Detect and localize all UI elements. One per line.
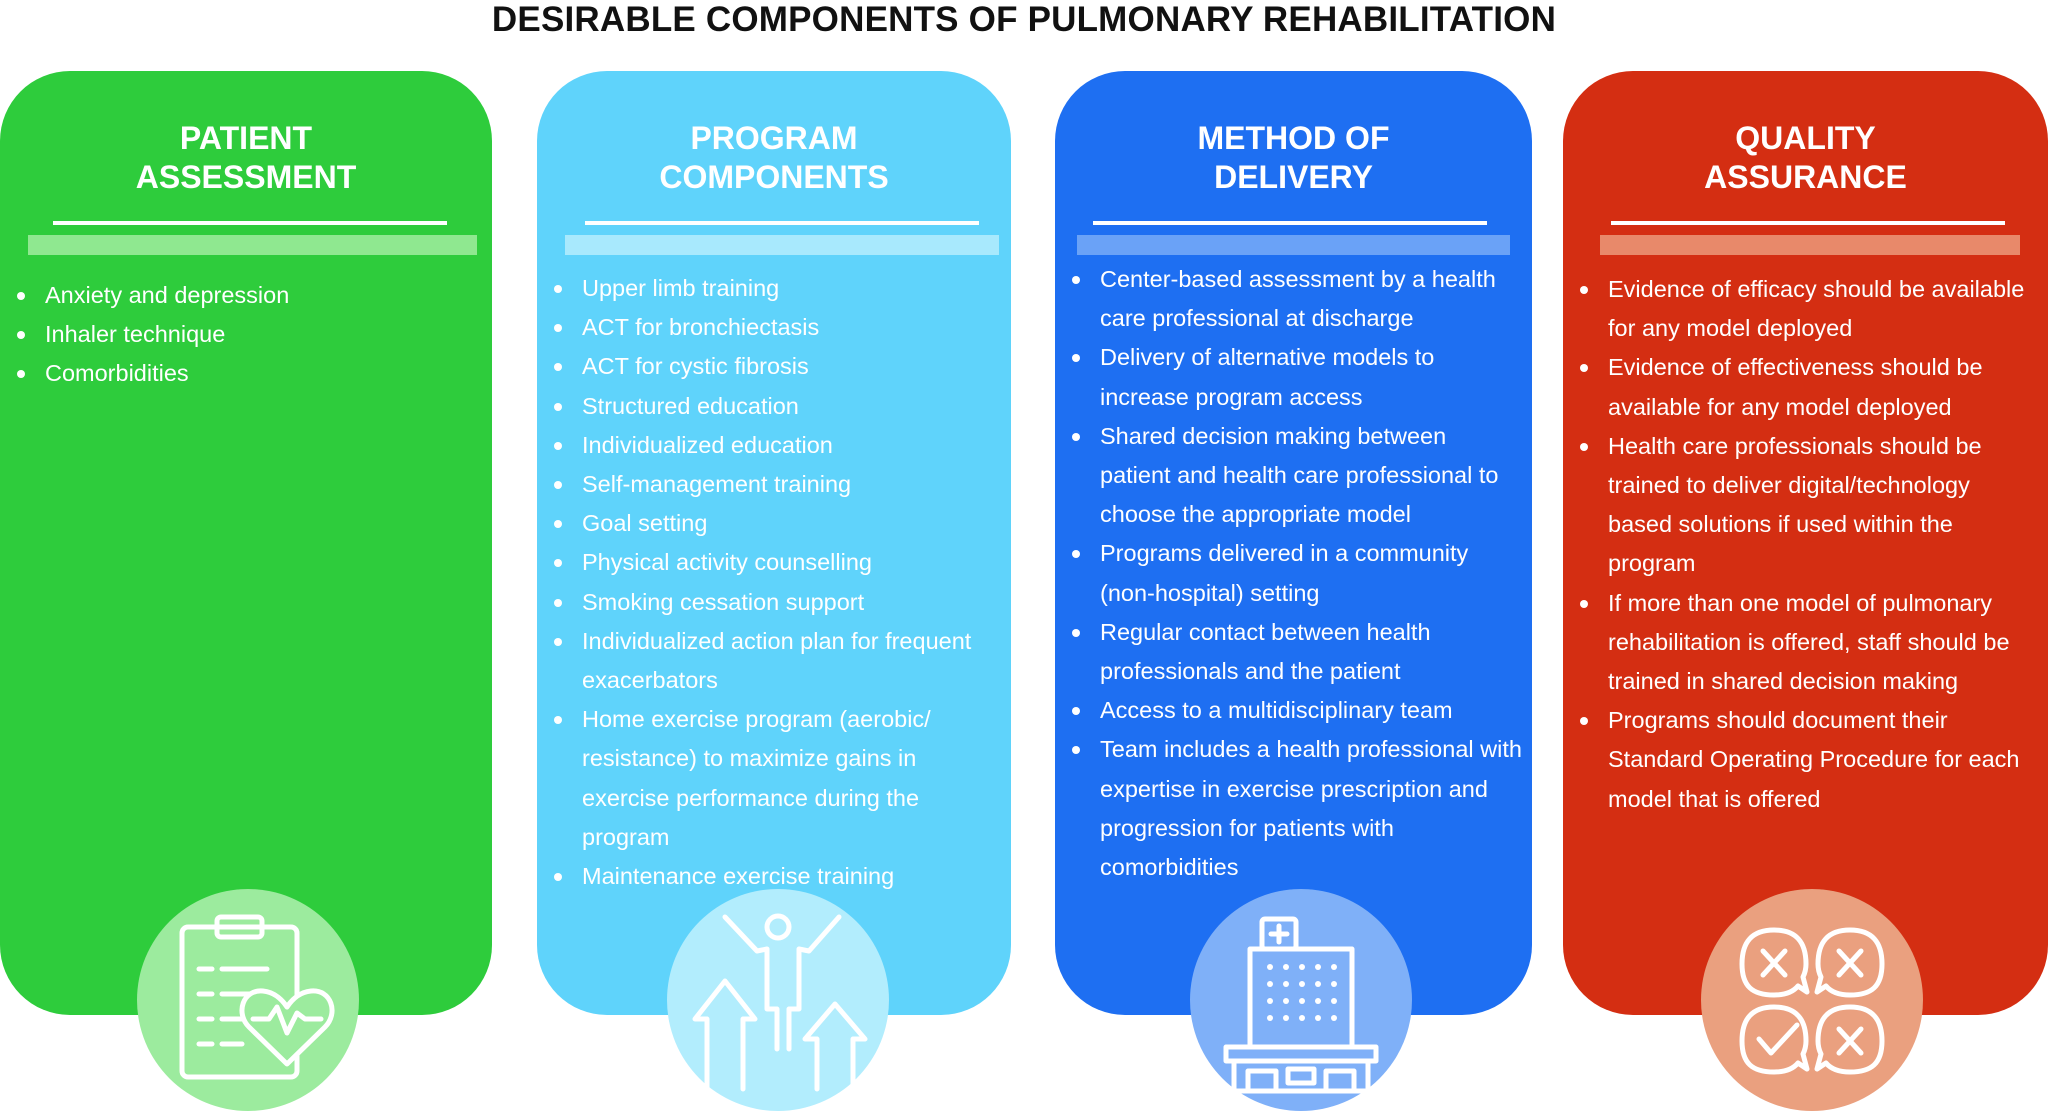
title-band — [565, 235, 999, 255]
person-rising-arrows-icon — [667, 889, 889, 1111]
title-band — [28, 235, 477, 255]
list-item: Upper limb training — [537, 269, 1011, 308]
card-title-line: PATIENT — [179, 120, 313, 156]
card-title-line: ASSESSMENT — [135, 159, 357, 195]
list-item: Inhaler technique — [0, 315, 492, 354]
check-cross-bubbles-icon — [1701, 889, 1923, 1111]
card-title-line: PROGRAM — [690, 120, 858, 156]
hospital-building-icon — [1190, 889, 1412, 1111]
item-list: Evidence of efficacy should be available… — [1563, 270, 2048, 819]
card-title-line: ASSURANCE — [1704, 159, 1907, 195]
title-band — [1077, 235, 1510, 255]
list-item: Maintenance exercise training — [537, 857, 1011, 896]
card-title: PATIENT ASSESSMENT — [0, 119, 492, 197]
list-item: Delivery of alternative models to increa… — [1055, 338, 1532, 416]
list-item: Programs should document their Standard … — [1563, 701, 2048, 819]
card-title-line: QUALITY — [1735, 120, 1876, 156]
list-item: ACT for bronchiectasis — [537, 308, 1011, 347]
list-item: Shared decision making between patient a… — [1055, 417, 1532, 535]
list-item: Smoking cessation support — [537, 583, 1011, 622]
list-item: Center-based assessment by a health care… — [1055, 260, 1532, 338]
card-title-line: COMPONENTS — [659, 159, 889, 195]
list-item: Self-management training — [537, 465, 1011, 504]
title-band — [1600, 235, 2020, 255]
list-item: Programs delivered in a community (non-h… — [1055, 534, 1532, 612]
title-rule — [1093, 221, 1487, 225]
list-item: Anxiety and depression — [0, 276, 492, 315]
list-item: Evidence of efficacy should be available… — [1563, 270, 2048, 348]
list-item: Evidence of effectiveness should be avai… — [1563, 348, 2048, 426]
list-item: ACT for cystic fibrosis — [537, 347, 1011, 386]
list-item: Structured education — [537, 387, 1011, 426]
title-rule — [53, 221, 447, 225]
list-item: Comorbidities — [0, 354, 492, 393]
list-item: Physical activity counselling — [537, 543, 1011, 582]
card-title-line: METHOD OF — [1197, 120, 1390, 156]
card-title-line: DELIVERY — [1214, 159, 1373, 195]
title-rule — [1611, 221, 2005, 225]
card-title: METHOD OF DELIVERY — [1055, 119, 1532, 197]
list-item: If more than one model of pulmonary reha… — [1563, 584, 2048, 702]
card-title: PROGRAM COMPONENTS — [537, 119, 1011, 197]
list-item: Team includes a health professional with… — [1055, 730, 1532, 887]
list-item: Access to a multidisciplinary team — [1055, 691, 1532, 730]
diagram-title: DESIRABLE COMPONENTS OF PULMONARY REHABI… — [491, 0, 1557, 39]
clipboard-heart-icon — [137, 889, 359, 1111]
card-quality-assurance: QUALITY ASSURANCE Evidence of efficacy s… — [1563, 71, 2048, 1015]
card-patient-assessment: PATIENT ASSESSMENT Anxiety and depressio… — [0, 71, 492, 1015]
list-item: Goal setting — [537, 504, 1011, 543]
list-item: Individualized action plan for frequent … — [537, 622, 1011, 700]
card-title: QUALITY ASSURANCE — [1563, 119, 2048, 197]
list-item: Home exercise program (aerobic/ resistan… — [537, 700, 1011, 857]
item-list: Center-based assessment by a health care… — [1055, 260, 1532, 887]
title-rule — [585, 221, 979, 225]
list-item: Health care professionals should be trai… — [1563, 427, 2048, 584]
card-method-of-delivery: METHOD OF DELIVERY Center-based assessme… — [1055, 71, 1532, 1015]
list-item: Individualized education — [537, 426, 1011, 465]
list-item: Regular contact between health professio… — [1055, 613, 1532, 691]
